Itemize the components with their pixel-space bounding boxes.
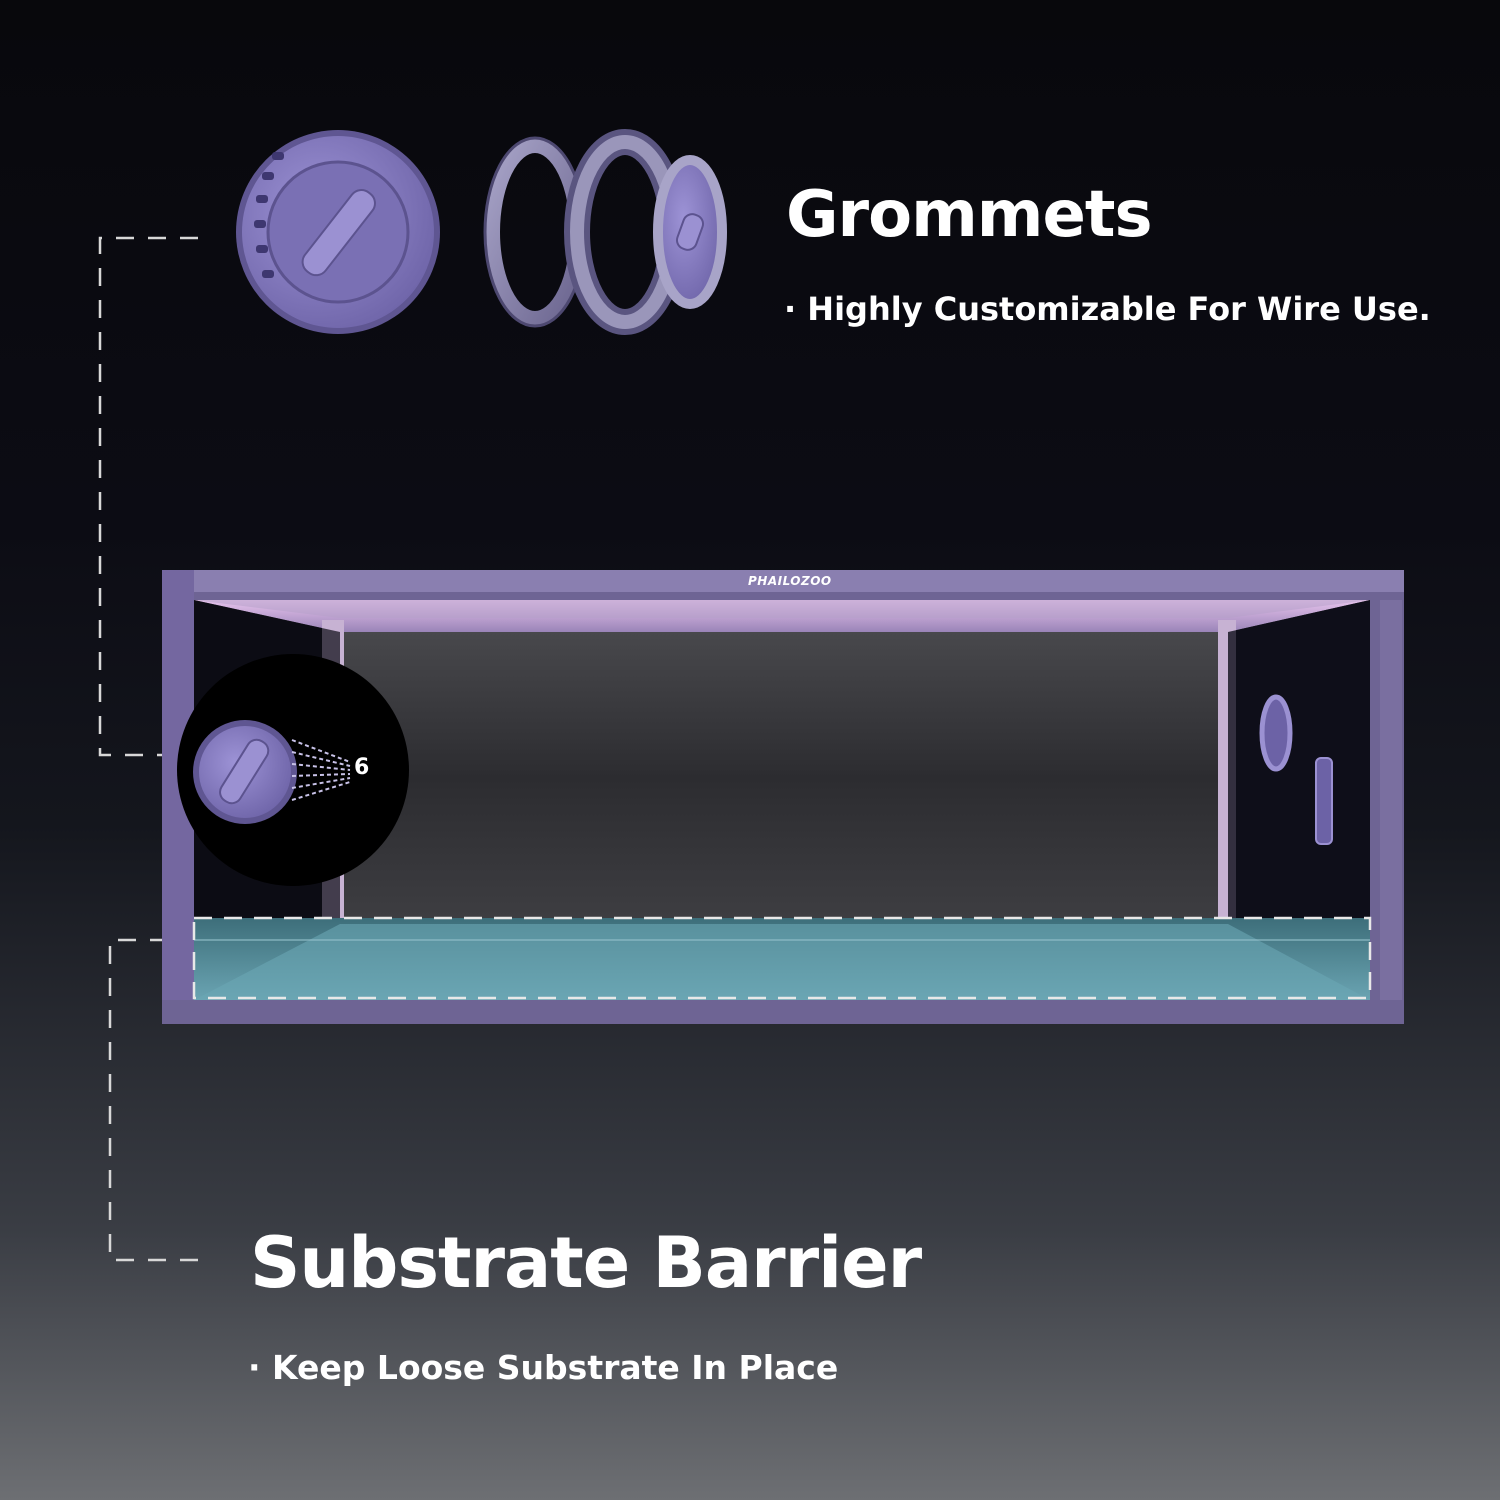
- substrate-connector-line: [108, 938, 210, 1262]
- grommets-title: Grommets: [786, 178, 1153, 252]
- grommet-exploded-icon: [483, 129, 727, 335]
- bullet-dot: ·: [784, 290, 797, 328]
- bullet-dot: ·: [248, 1348, 261, 1387]
- grommet-zoom-callout: [177, 654, 409, 886]
- callout-count-label: 6: [354, 755, 370, 780]
- grommets-description: · Highly Customizable For Wire Use.: [784, 290, 1431, 328]
- grommets-description-text: Highly Customizable For Wire Use.: [807, 290, 1431, 328]
- grommet-assembled-icon: [236, 130, 440, 334]
- grommets-connector-line: [98, 236, 198, 757]
- brand-logo: PHAILOZOO: [748, 574, 832, 588]
- substrate-barrier-title: Substrate Barrier: [250, 1222, 922, 1304]
- substrate-barrier-description-text: Keep Loose Substrate In Place: [272, 1348, 839, 1387]
- substrate-barrier-description: · Keep Loose Substrate In Place: [248, 1348, 838, 1387]
